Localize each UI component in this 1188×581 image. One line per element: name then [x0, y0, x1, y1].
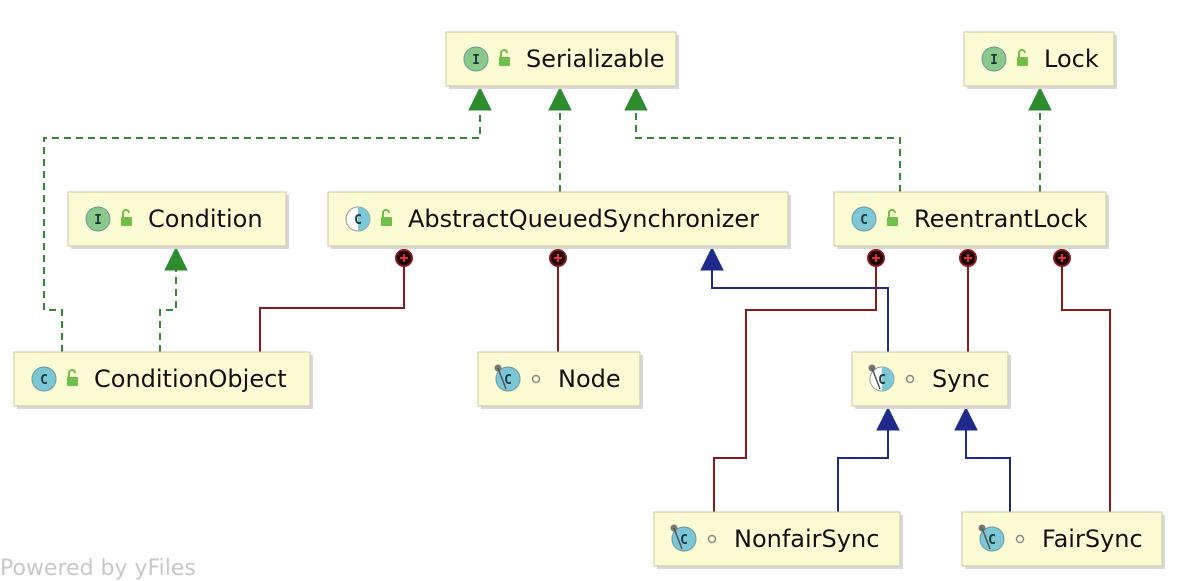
node-label: FairSync: [1042, 525, 1143, 553]
edge-sync-to-reentrantlock: [959, 249, 977, 352]
svg-text:C: C: [988, 533, 996, 548]
node-label: NonfairSync: [734, 525, 879, 553]
package-private-icon: [905, 374, 915, 384]
svg-text:I: I: [472, 53, 480, 68]
public-lock-icon: [121, 209, 132, 226]
interface-icon: I: [981, 46, 1007, 72]
edge-line: [259, 258, 405, 352]
public-lock-icon: [887, 209, 898, 226]
node-node[interactable]: C Node: [477, 351, 643, 409]
public-lock-icon: [67, 369, 78, 386]
implements-arrow-head: [164, 246, 188, 271]
node-label: ConditionObject: [94, 365, 287, 393]
implements-arrow-head: [548, 86, 572, 111]
footer-text: Powered by yFiles: [0, 556, 196, 581]
class-icon: C: [851, 206, 877, 232]
node-box: [13, 351, 311, 407]
interface-icon: I: [85, 206, 111, 232]
class-icon: C: [494, 364, 521, 392]
public-lock-icon: [381, 209, 392, 226]
node-aqs[interactable]: C AbstractQueuedSynchronizer: [327, 191, 791, 249]
extends-arrow-head: [954, 406, 978, 431]
node-label: Node: [558, 365, 621, 393]
node-label: AbstractQueuedSynchronizer: [408, 205, 759, 233]
node-lock[interactable]: I Lock: [963, 31, 1117, 89]
node-label: ReentrantLock: [914, 205, 1088, 233]
node-conditionobject[interactable]: C ConditionObject: [13, 351, 313, 409]
class-icon: C: [345, 206, 371, 232]
node-box: [327, 191, 789, 247]
node-box: [833, 191, 1107, 247]
extends-arrow-head: [700, 246, 724, 271]
svg-text:I: I: [94, 213, 102, 228]
edge-line: [159, 266, 177, 352]
edge-line: [43, 106, 481, 352]
public-lock-icon: [1017, 49, 1028, 66]
svg-text:I: I: [990, 53, 998, 68]
edge-reentrantlock-to-serializable: [624, 86, 901, 192]
edge-aqs-to-serializable: [548, 86, 572, 192]
class-icon: C: [670, 524, 697, 552]
public-lock-icon: [499, 49, 510, 66]
edge-nonfairsync-to-reentrantlock: [713, 249, 885, 512]
class-icon: C: [978, 524, 1005, 552]
class-icon: C: [868, 364, 895, 392]
node-fairsync[interactable]: C FairSync: [961, 511, 1165, 569]
node-serializable[interactable]: I Serializable: [445, 31, 679, 89]
edge-line: [965, 426, 1011, 512]
edge-line: [1061, 258, 1111, 512]
edge-line: [837, 426, 889, 512]
node-nonfairsync[interactable]: C NonfairSync: [653, 511, 903, 569]
edge-nonfairsync-to-sync: [837, 406, 900, 512]
edge-line: [635, 106, 901, 192]
implements-arrow-head: [468, 86, 492, 111]
package-private-icon: [707, 534, 717, 544]
svg-text:C: C: [504, 373, 512, 388]
implements-arrow-head: [624, 86, 648, 111]
svg-text:C: C: [680, 533, 688, 548]
edge-line: [713, 258, 877, 512]
svg-text:C: C: [878, 373, 886, 388]
node-reentrantlock[interactable]: C ReentrantLock: [833, 191, 1109, 249]
edge-node-to-aqs: [549, 249, 567, 352]
svg-text:C: C: [860, 213, 868, 228]
edge-sync-to-aqs: [700, 246, 889, 352]
package-private-icon: [1015, 534, 1025, 544]
package-private-icon: [531, 374, 541, 384]
interface-icon: I: [463, 46, 489, 72]
node-label: Sync: [932, 365, 990, 393]
edge-fairsync-to-sync: [954, 406, 1011, 512]
edges-layer: [43, 86, 1111, 512]
edge-conditionobject-to-condition: [159, 246, 188, 352]
node-label: Condition: [148, 205, 263, 233]
class-icon: C: [31, 366, 57, 392]
svg-text:C: C: [40, 373, 48, 388]
edge-conditionobject-to-serializable: [43, 86, 492, 352]
edge-line: [711, 266, 889, 352]
node-label: Lock: [1044, 45, 1099, 73]
edge-reentrantlock-to-lock: [1028, 86, 1052, 192]
node-condition[interactable]: I Condition: [67, 191, 289, 249]
svg-text:C: C: [354, 213, 362, 228]
node-sync[interactable]: C Sync: [851, 351, 1011, 409]
extends-arrow-head: [876, 406, 900, 431]
edge-conditionobject-to-aqs: [259, 249, 413, 352]
edge-fairsync-to-reentrantlock: [1053, 249, 1111, 512]
node-label: Serializable: [526, 45, 665, 73]
implements-arrow-head: [1028, 86, 1052, 111]
